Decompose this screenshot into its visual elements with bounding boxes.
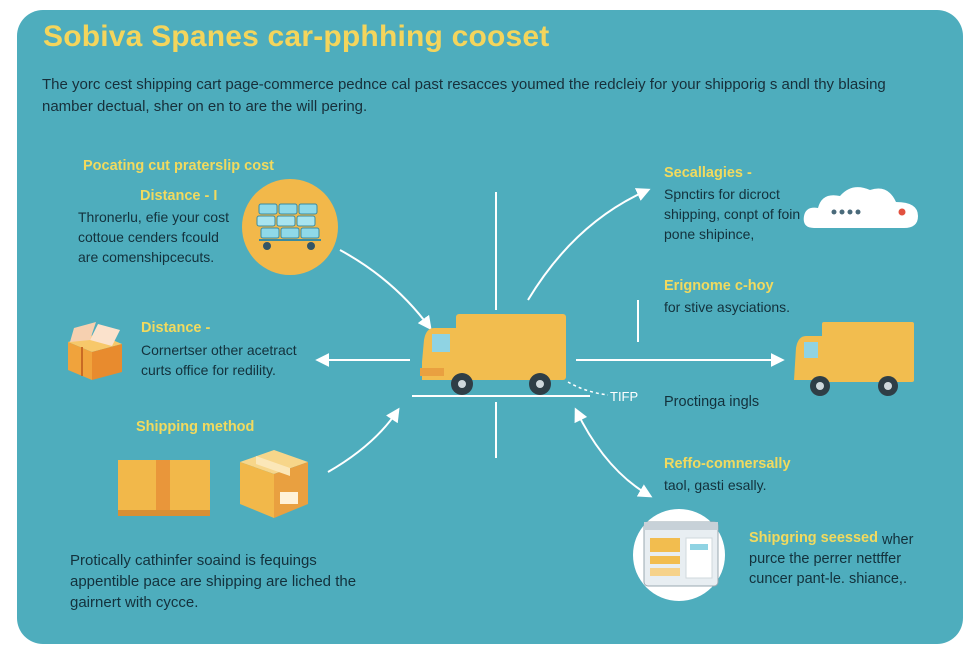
- left-block2-body: Cornertser other acetract curts office f…: [141, 342, 297, 378]
- arrow-from-top-left: [339, 249, 432, 331]
- left-block1-body: Thronerlu, efie your cost cottoue cender…: [78, 209, 229, 265]
- center-tag: TIFP: [610, 389, 639, 404]
- taped-box-icon: [236, 440, 312, 520]
- right-block4-heading: Reffo-comnersally: [664, 456, 791, 472]
- arrow-to-top-right: [527, 188, 651, 301]
- left-block1-subheading: Distance - I: [140, 188, 218, 204]
- arrow-to-bottom-left: [327, 407, 400, 473]
- right-block5-body: purce the perrer nettffer cuncer pant-le…: [749, 551, 907, 587]
- delivery-truck-center-icon: [420, 310, 570, 402]
- right-block2-heading: Erignome c-hoy: [664, 278, 774, 294]
- right-block4-body: taol, gasti esally.: [664, 477, 767, 493]
- right-block3-body: Proctinga ingls: [664, 394, 760, 410]
- intro-text: The yorc cest shipping cart page-commerc…: [42, 76, 886, 115]
- left-block1-heading: Pocating cut praterslip cost: [83, 158, 274, 174]
- right-block5-heading: Shipgring seessed: [749, 530, 878, 546]
- right-block1-heading: Secallagies -: [664, 165, 752, 181]
- left-footer-text: Protically cathinfer soaind is fequings …: [70, 552, 357, 611]
- web-page-icon: [632, 508, 726, 602]
- arrow-to-bottom-right: [574, 407, 653, 498]
- right-block2-body: for stive asyciations.: [664, 299, 791, 315]
- left-block2-heading: Distance -: [141, 320, 211, 336]
- left-block3-heading: Shipping method: [136, 419, 255, 435]
- right-block1-body: Spnctirs for dicroct shipping, conpt of …: [664, 186, 801, 242]
- cloud-icon: [800, 182, 922, 232]
- closed-box-icon: [116, 458, 212, 520]
- right-block5-heading-suffix: wher: [882, 532, 914, 548]
- page-title: Sobiva Spanes car-pphhing cooset: [43, 20, 550, 53]
- cart-icon: [241, 178, 339, 276]
- package-open-icon: [62, 318, 128, 384]
- delivery-truck-right-icon: [792, 320, 916, 402]
- tag-pointer: [567, 381, 609, 396]
